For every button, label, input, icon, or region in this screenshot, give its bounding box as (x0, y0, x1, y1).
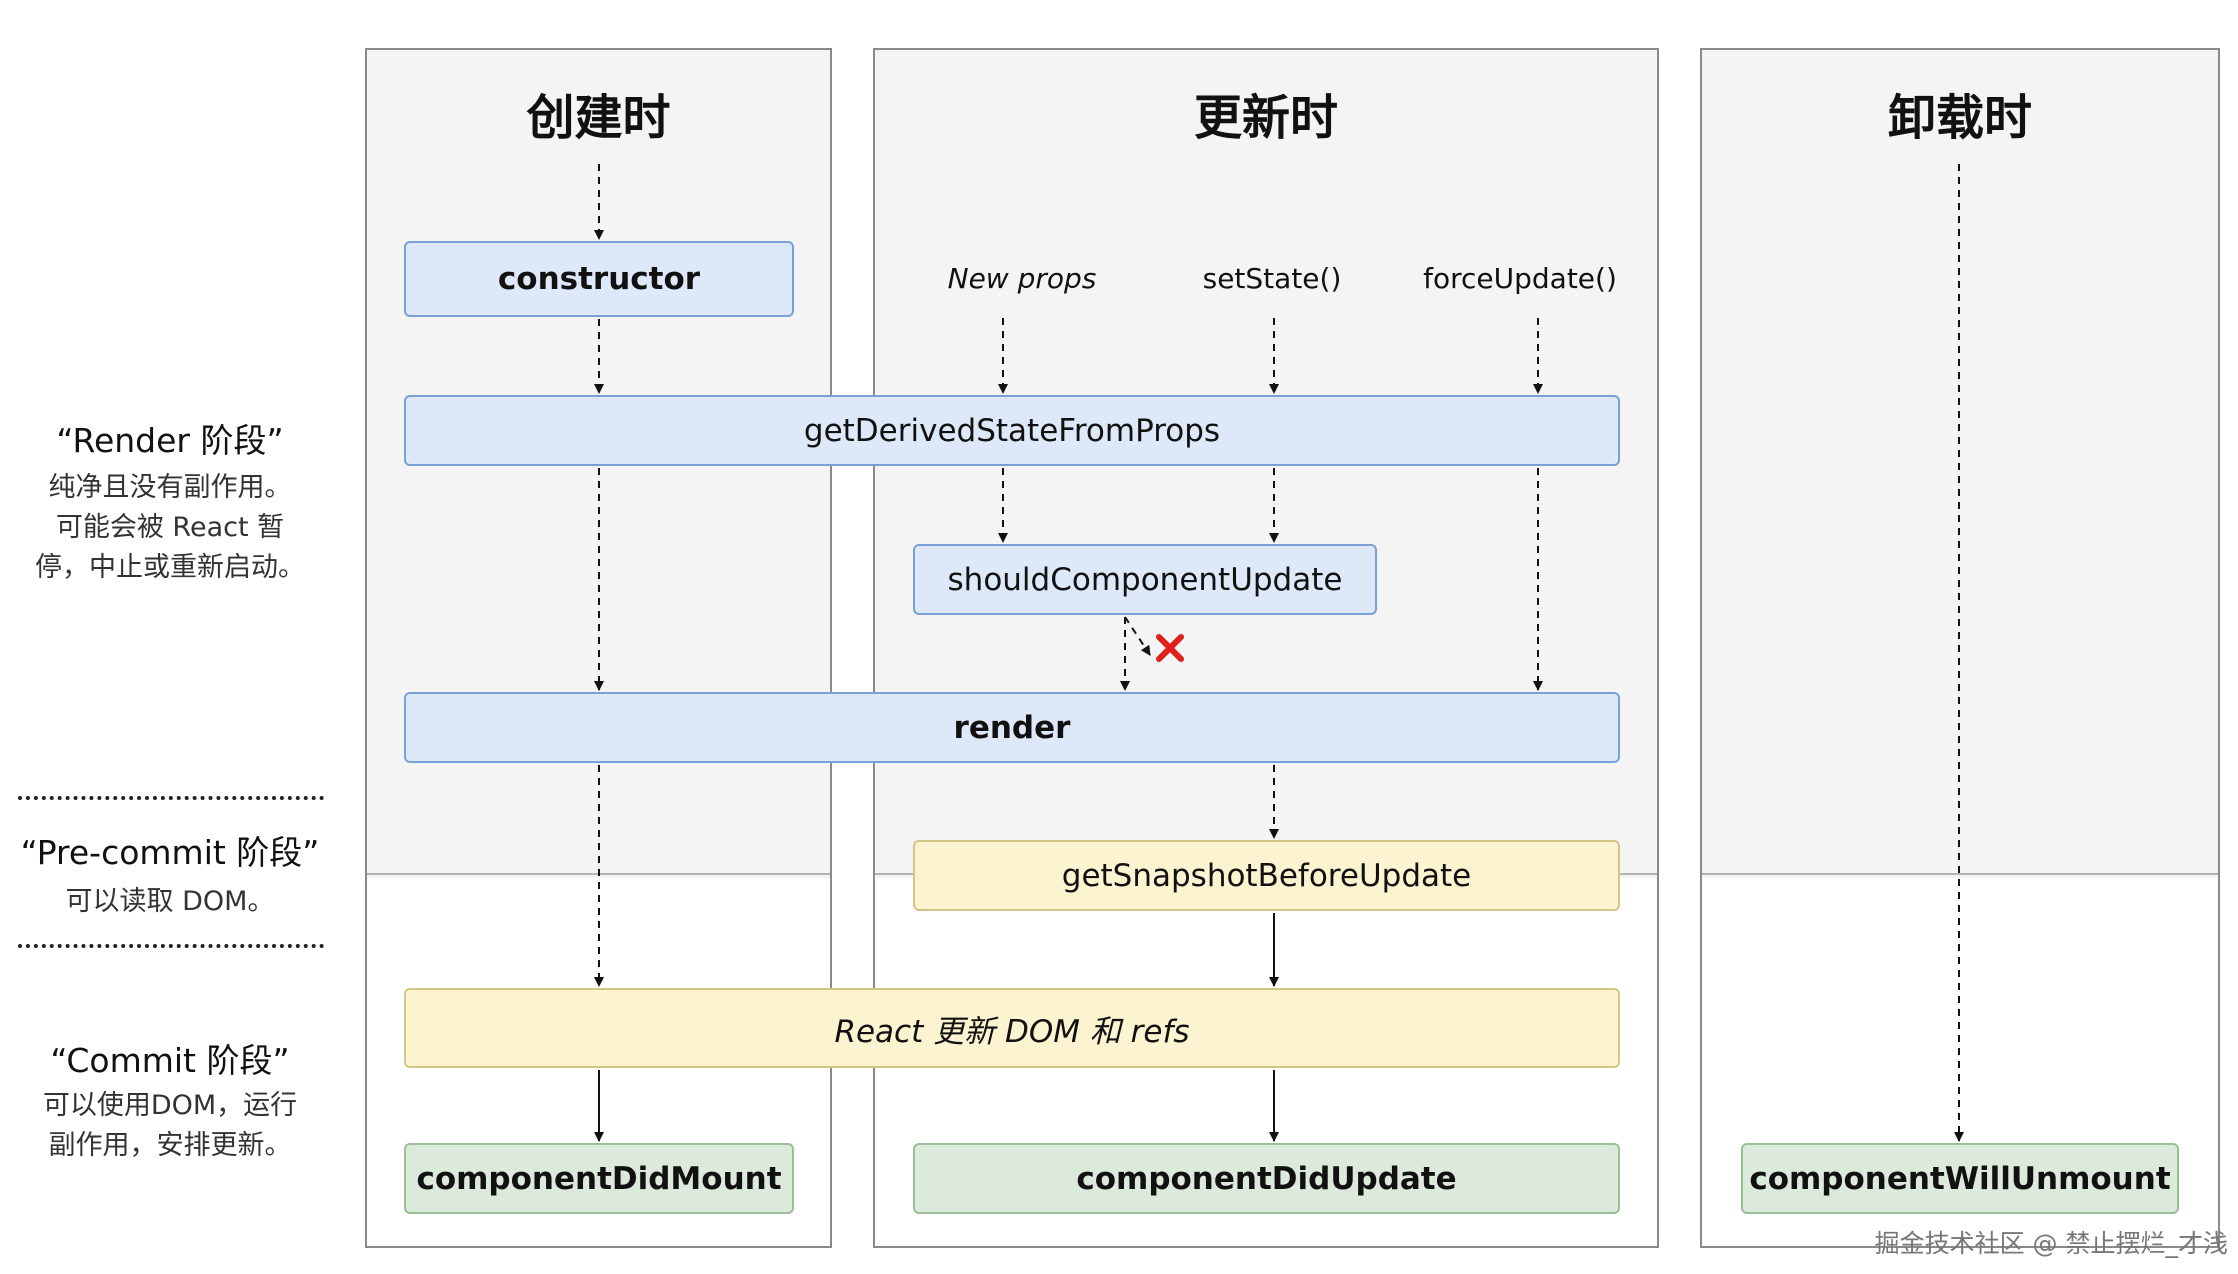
precommit-phase-description: 可以读取 DOM。 (0, 882, 340, 922)
commit-phase-description: 可以使用DOM，运行 副作用，安排更新。 (0, 1086, 340, 1166)
create-column-title: 创建时 (526, 90, 671, 146)
constructor-box: constructor (404, 241, 794, 317)
render-phase-desc-line: 停，中止或重新启动。 (35, 552, 305, 583)
render-phase-desc-line: 可能会被 React 暂 (55, 512, 285, 543)
commit-phase-desc-line: 可以使用DOM，运行 (42, 1090, 298, 1121)
commit-phase-title: “Commit 阶段” (50, 1041, 290, 1080)
unmount-column-title: 卸载时 (1887, 90, 2032, 146)
watermark: 掘金技术社区 @ 禁止摆烂_才浅 (1874, 1229, 2228, 1258)
trigger-new-props: New props (947, 262, 1097, 295)
get-snapshot-before-update-box: getSnapshotBeforeUpdate (913, 840, 1620, 911)
component-did-update-box: componentDidUpdate (913, 1143, 1620, 1214)
precommit-phase-desc-line: 可以读取 DOM。 (65, 886, 275, 917)
trigger-set-state: setState() (1202, 262, 1342, 295)
render-phase-title: “Render 阶段” (56, 421, 284, 460)
component-will-unmount-box: componentWillUnmount (1741, 1143, 2179, 1214)
cross-icon (1156, 634, 1184, 662)
precommit-phase-title: “Pre-commit 阶段” (20, 833, 320, 872)
commit-phase-desc-line: 副作用，安排更新。 (48, 1130, 292, 1161)
render-box: render (404, 692, 1620, 763)
phase-divider-render-precommit (18, 796, 324, 800)
arrow-should-update-blocked (1124, 616, 1151, 656)
trigger-force-update: forceUpdate() (1423, 262, 1617, 295)
get-derived-state-from-props-box: getDerivedStateFromProps (404, 395, 1620, 466)
render-phase-description: 纯净且没有副作用。 可能会被 React 暂 停，中止或重新启动。 (0, 468, 340, 588)
render-phase-desc-line: 纯净且没有副作用。 (48, 472, 292, 503)
component-did-mount-box: componentDidMount (404, 1143, 794, 1214)
column-divider (1702, 873, 2218, 875)
update-column-title: 更新时 (1193, 90, 1338, 146)
should-component-update-box: shouldComponentUpdate (913, 544, 1377, 615)
phase-divider-precommit-commit (18, 944, 324, 948)
react-update-dom-box: React 更新 DOM 和 refs (404, 988, 1620, 1068)
